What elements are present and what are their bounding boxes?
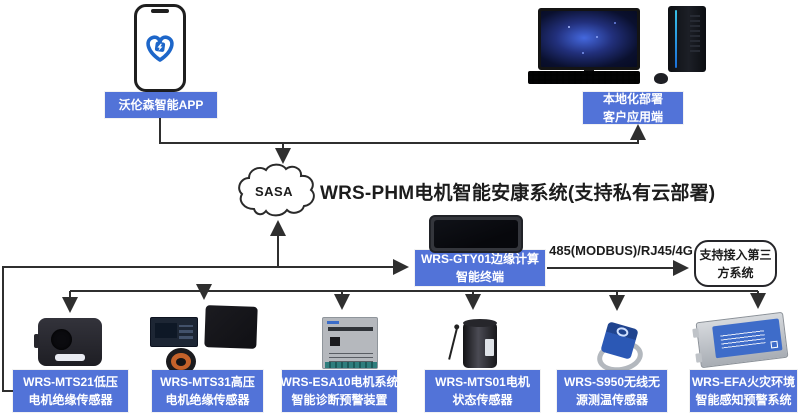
sensor-top-circle — [614, 325, 629, 338]
ct-ring-hole — [176, 357, 186, 366]
monitor-screen — [541, 11, 637, 67]
diagnosis-module-icon — [322, 317, 378, 369]
edge-terminal-icon — [429, 215, 523, 253]
mouse-icon — [654, 73, 668, 84]
device-label-line: WRS-ESA10电机系统 — [280, 375, 399, 389]
device-label-mts01: WRS-MTS01电机 状态传感器 — [425, 370, 540, 412]
monitor-icon — [538, 8, 640, 70]
device-label-esa10: WRS-ESA10电机系统 智能诊断预警装置 — [280, 370, 399, 412]
cloud-label-text: SASA — [254, 183, 294, 199]
device-label-line: 电机绝缘传感器 — [28, 393, 113, 407]
cloud-icon — [238, 163, 315, 217]
tower-vents — [690, 12, 700, 52]
lv-insulation-sensor-icon — [34, 318, 102, 366]
app-logo-heart-icon — [146, 35, 174, 62]
device-label-mts31: WRS-MTS31高压 电机绝缘传感器 — [152, 370, 263, 412]
meter-buttons — [179, 325, 193, 339]
hv-sensor-panel-icon — [204, 305, 258, 349]
device-label-line: 源测温传感器 — [575, 393, 648, 407]
device-label-s950: WRS-S950无线无 源测温传感器 — [557, 370, 667, 412]
device-label-mts21: WRS-MTS21低压 电机绝缘传感器 — [13, 370, 128, 412]
cylinder-label — [485, 339, 494, 356]
module-text-lines — [329, 350, 373, 362]
client-label: 本地化部署 客户应用端 — [583, 92, 683, 124]
edge-terminal-screen — [434, 220, 518, 248]
device-label-line: 智能诊断预警装置 — [291, 393, 388, 407]
mount-tab-top — [692, 328, 700, 338]
device-label-line: 状态传感器 — [452, 393, 513, 407]
hv-sensor-meter-icon — [150, 317, 198, 347]
third-party-line2: 方系统 — [717, 265, 754, 280]
app-label: 沃伦森智能APP — [105, 92, 217, 118]
smartphone-icon — [134, 4, 186, 92]
module-title-bar — [328, 327, 373, 331]
third-party-line1: 支持接入第三 — [699, 247, 772, 262]
sensor-aperture — [51, 329, 72, 350]
protocol-label: 485(MODBUS)/RJ45/4G — [549, 243, 693, 258]
device-label-efa: WRS-EFA火灾环境 智能感知预警系统 — [690, 370, 797, 412]
keyboard-icon — [528, 71, 640, 84]
sensor-nameplate — [55, 354, 85, 361]
device-label-line: 智能感知预警系统 — [695, 393, 792, 407]
screen-stars — [568, 26, 570, 28]
edge-label-line1: WRS-GTY01边缘计算 — [420, 252, 539, 266]
ct-ring-core — [171, 353, 191, 370]
motor-state-sensor-icon — [463, 319, 497, 368]
pc-tower-icon — [668, 6, 706, 72]
tower-led-stripe — [675, 10, 677, 68]
client-label-line1: 本地化部署 — [602, 92, 663, 106]
device-label-line: WRS-MTS31高压 — [160, 375, 255, 389]
sensor-mount-tab — [34, 334, 39, 348]
meter-screen — [155, 323, 177, 338]
edge-label-line2: 智能终端 — [455, 270, 504, 284]
phone-notch — [151, 9, 169, 13]
device-label-line: WRS-MTS21低压 — [23, 375, 118, 389]
page-title: WRS-PHM电机智能安康系统(支持私有云部署) — [320, 183, 716, 204]
device-label-line: WRS-S950无线无 — [563, 375, 661, 389]
device-label-line: 电机绝缘传感器 — [165, 393, 250, 407]
panel-qr-code — [770, 340, 779, 349]
module-display — [330, 337, 340, 346]
device-label-line: WRS-MTS01电机 — [435, 375, 530, 389]
device-label-line: WRS-EFA火灾环境 — [691, 375, 796, 389]
module-terminals — [325, 362, 377, 368]
third-party-box: 支持接入第三 方系统 — [694, 240, 777, 287]
client-label-line2: 客户应用端 — [602, 110, 663, 124]
edge-terminal-label: WRS-GTY01边缘计算 智能终端 — [415, 250, 545, 286]
cylinder-cap — [463, 319, 497, 327]
module-logo — [327, 321, 339, 324]
mount-tab-bottom — [695, 353, 703, 363]
app-label-text: 沃伦森智能APP — [118, 98, 204, 112]
cloud-label: SASA — [234, 163, 314, 219]
